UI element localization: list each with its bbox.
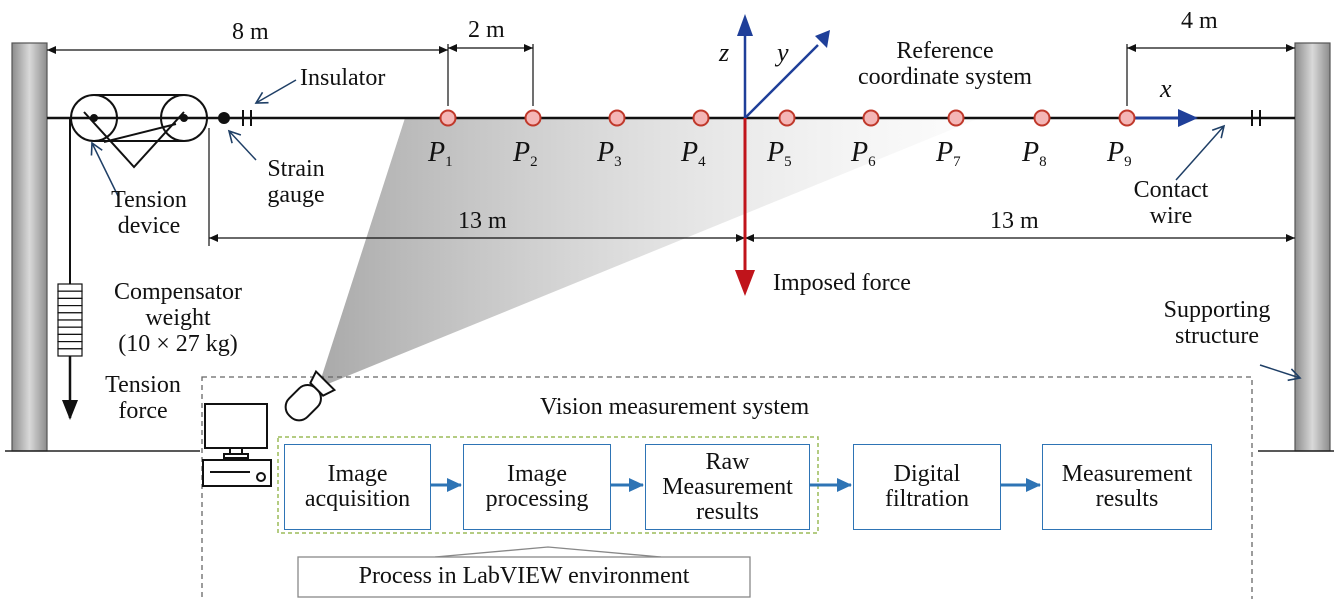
dim-4m: 4 m [1181,8,1218,34]
reference-coordinate-system-label: Reference coordinate system [858,38,1032,90]
measurement-point-label: P8 [1022,137,1047,171]
weight-plate [57,326,83,336]
weight-plate [57,305,83,314]
vision-system-frame [201,376,1253,599]
step-raw-measurement-results: Raw Measurement results [645,444,810,530]
leader-lines [90,79,1302,382]
measurement-point-label: P9 [1107,137,1132,171]
measurement-point-label: P3 [597,137,622,171]
dim-8m: 8 m [232,19,269,45]
measurement-point-marker [524,109,542,127]
measurement-point-marker [439,109,457,127]
supporting-structure-label: Supporting structure [1163,297,1271,349]
labview-note-box [297,556,751,598]
insulator-label: Insulator [300,65,386,91]
vision-system-title: Vision measurement system [540,394,810,420]
step-measurement-results: Measurement results [1042,444,1212,530]
weight-plate [57,333,83,343]
tension-device-icon [70,94,208,169]
axis-y-label: y [777,38,789,67]
axis-x-label: x [1160,74,1172,103]
measurement-point-marker [1118,109,1136,127]
compensator-weight-label: Compensator weight (10 × 27 kg) [114,279,242,357]
axis-z-label: z [719,38,730,67]
contact-wire-label: Contact wire [1133,177,1209,229]
weight-plate [57,297,83,307]
compensator-weight-icon [57,283,83,357]
weight-plate [57,348,83,357]
strain-gauge-icon [218,112,230,124]
left-support-pillar [11,42,48,452]
dim-13m-left: 13 m [458,208,507,234]
left-insulator-icon [242,110,252,126]
imposed-force-label: Imposed force [773,270,911,296]
step-image-processing: Image processing [463,444,611,530]
measurement-point-marker [608,109,626,127]
measurement-point-label: P4 [681,137,706,171]
imposed-force-arrow [735,118,755,296]
camera-icon [284,369,337,422]
measurement-points-layer [439,109,1136,127]
strain-gauge-label: Strain gauge [267,156,325,208]
reference-coordinate-axes [737,14,1198,127]
dimension-lines [47,44,1295,246]
weight-plate [57,341,83,350]
measurement-point-marker [862,109,880,127]
labview-callout-pointer [434,546,662,558]
measurement-point-label: P6 [851,137,876,171]
computer-icon [202,403,272,487]
measurement-point-label: P1 [428,137,453,171]
measurement-point-marker [778,109,796,127]
measurement-point-marker [1033,109,1051,127]
measurement-point-label: P5 [767,137,792,171]
measurement-point-marker [947,109,965,127]
labview-note: Process in LabVIEW environment [358,563,690,589]
dim-2m: 2 m [468,17,505,43]
measurement-point-marker [692,109,710,127]
camera-view-beam [318,118,980,388]
tension-force-label: Tension force [105,372,181,424]
tension-device-label: Tension device [111,187,187,239]
weight-plate [57,312,83,321]
dim-13m-right: 13 m [990,208,1039,234]
step-image-acquisition: Image acquisition [284,444,431,530]
right-support-pillar [1294,42,1331,452]
weight-plate [57,319,83,328]
right-insulator-icon [1251,110,1261,126]
weight-plate [57,290,83,300]
weight-plate [57,283,83,292]
measurement-point-label: P7 [936,137,961,171]
step-digital-filtration: Digital filtration [853,444,1001,530]
measurement-point-label: P2 [513,137,538,171]
